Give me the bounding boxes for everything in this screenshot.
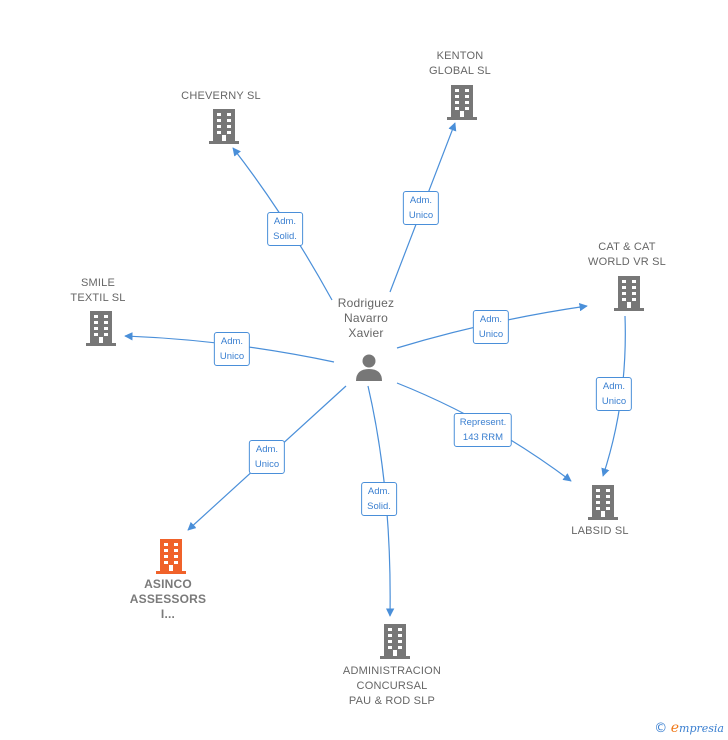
company-label-cheverny: CHEVERNY SL (181, 90, 261, 102)
relation-label-catcat: Adm. Unico (472, 310, 510, 344)
relation-label-cheverny: Adm. Solid. (267, 212, 303, 246)
relation-label-admin: Adm. Solid. (361, 482, 397, 516)
brand-watermark: © empresia (654, 720, 724, 736)
relation-label-labsid: Represent. 143 RRM (453, 413, 513, 447)
company-label-kenton: KENTON GLOBAL SL (429, 50, 491, 77)
building-icon-highlight[interactable] (155, 539, 187, 575)
company-label-labsid: LABSID SL (571, 525, 629, 537)
brand-initial: e (670, 720, 680, 736)
company-label-admin: ADMINISTRACION CONCURSAL PAU & ROD SLP (342, 665, 442, 707)
building-icon[interactable] (587, 485, 619, 521)
building-icon[interactable] (208, 109, 240, 145)
building-icon[interactable] (85, 311, 117, 347)
company-label-asinco: ASINCO ASSESSORS I... (129, 577, 207, 621)
relation-label-catcat-labsid: Adm. Unico (595, 377, 633, 411)
copyright-icon: © (654, 721, 668, 736)
building-icon[interactable] (379, 624, 411, 660)
person-icon[interactable] (354, 352, 384, 382)
brand-name: mpresia (679, 722, 724, 735)
company-label-catcat: CAT & CAT WORLD VR SL (588, 241, 666, 268)
person-label: Rodriguez Navarro Xavier (337, 296, 395, 340)
relation-label-asinco: Adm. Unico (248, 440, 286, 474)
relation-label-smile: Adm. Unico (213, 332, 251, 366)
company-label-smile: SMILE TEXTIL SL (70, 277, 126, 304)
building-icon[interactable] (613, 276, 645, 312)
building-icon[interactable] (446, 85, 478, 121)
relation-label-kenton: Adm. Unico (402, 191, 440, 225)
